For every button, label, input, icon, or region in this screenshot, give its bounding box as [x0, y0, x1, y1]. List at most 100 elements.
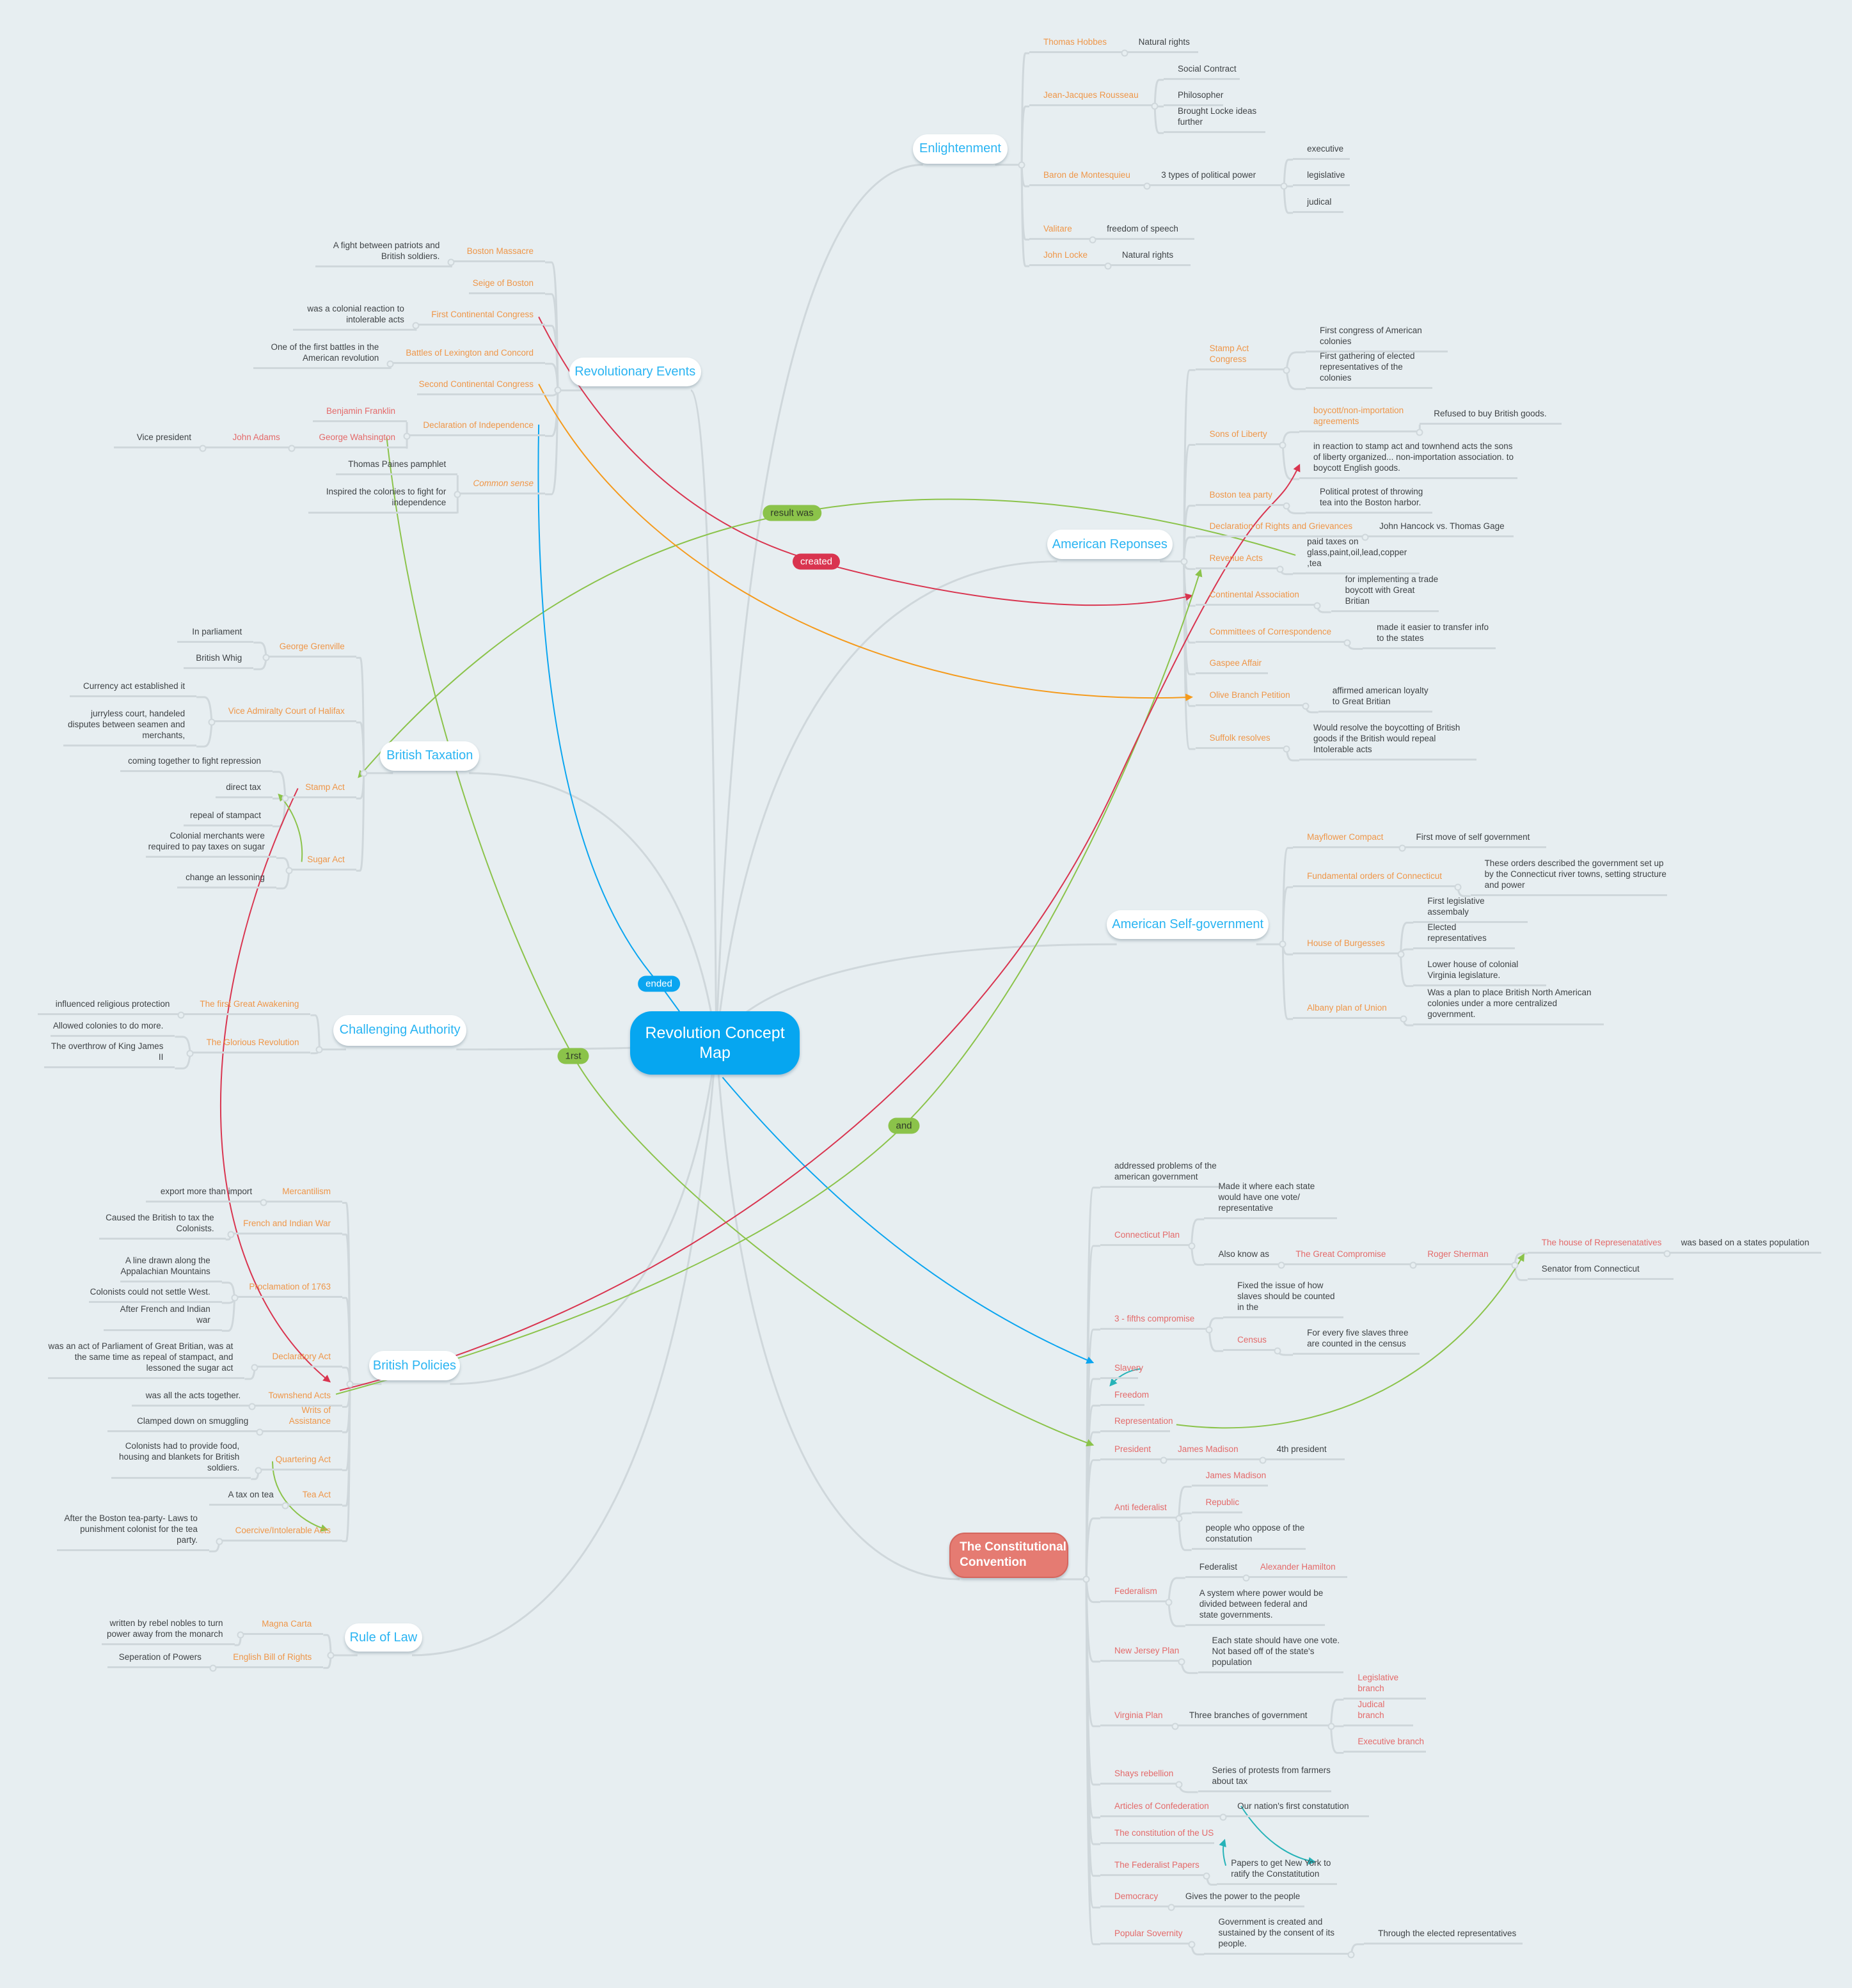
junction-dot[interactable] [285, 867, 293, 874]
node-rl-magna[interactable]: Magna Carta [241, 1618, 324, 1636]
node-cc-branch-3[interactable]: Executive branch [1343, 1736, 1427, 1753]
junction-dot[interactable] [1283, 502, 1290, 510]
node-ar-revenue-1[interactable]: paid taxes on glass,paint,oil,lead,coppe… [1293, 536, 1420, 574]
node-enl-power-3[interactable]: judical [1293, 196, 1344, 213]
node-rev-adams-1[interactable]: Vice president [114, 432, 203, 449]
node-cc-federalism[interactable]: Federalism [1100, 1586, 1169, 1602]
node-bp-coercive[interactable]: Coercive/Intolerable Acts [219, 1525, 342, 1542]
node-enl-rousseau[interactable]: Jean-Jacques Rousseau [1029, 90, 1155, 107]
junction-dot[interactable] [1018, 161, 1025, 169]
node-ar-suffolk[interactable]: Suffolk resolves [1195, 732, 1287, 750]
node-ar-sons-2[interactable]: in reaction to stamp act and townhend ac… [1299, 441, 1517, 479]
junction-dot[interactable] [1278, 1261, 1285, 1269]
topic-cc[interactable]: The Constitutional Convention [949, 1532, 1069, 1578]
junction-dot[interactable] [1361, 533, 1369, 541]
topic-bp[interactable]: British Policies [368, 1351, 461, 1380]
junction-dot[interactable] [1259, 1456, 1267, 1464]
junction-dot[interactable] [360, 769, 368, 777]
node-bp-tea[interactable]: Tea Act [285, 1489, 342, 1506]
junction-dot[interactable] [1143, 182, 1151, 190]
relation-label-and[interactable]: and [888, 1117, 920, 1134]
link-ended-slavery[interactable] [722, 1077, 1095, 1364]
junction-dot[interactable] [251, 1364, 258, 1371]
node-cc-virginia[interactable]: Virginia Plan [1100, 1710, 1175, 1726]
topic-sg[interactable]: American Self-government [1106, 910, 1269, 940]
node-cc-shays-1[interactable]: Series of protests from farmers about ta… [1198, 1765, 1331, 1792]
junction-dot[interactable] [216, 1538, 223, 1545]
junction-dot[interactable] [1121, 49, 1128, 57]
node-enl-power-1[interactable]: executive [1293, 143, 1350, 160]
junction-dot[interactable] [554, 386, 562, 394]
node-bp-proclamation-3[interactable]: After French and Indian war [104, 1304, 222, 1331]
junction-dot[interactable] [1171, 1723, 1179, 1730]
node-cc-nj[interactable]: New Jersey Plan [1100, 1645, 1182, 1662]
junction-dot[interactable] [1397, 951, 1405, 958]
node-cc-president[interactable]: President [1100, 1444, 1164, 1460]
node-ar-boycott-1[interactable]: Refused to buy British goods. [1420, 408, 1562, 425]
node-ar-continental[interactable]: Continental Association [1195, 589, 1317, 606]
link-townshend-sons-of-liberty[interactable] [339, 464, 1301, 1391]
junction-dot[interactable] [412, 322, 420, 329]
node-cc-federalist[interactable]: Federalist [1185, 1561, 1246, 1578]
node-cc-house[interactable]: The house of Represenatatives [1527, 1237, 1667, 1254]
node-bt-grenville-1[interactable]: In parliament [177, 626, 254, 643]
junction-dot[interactable] [231, 1294, 239, 1302]
node-ca-glorious[interactable]: The Glorious Revolution [190, 1037, 311, 1053]
node-rev-siege[interactable]: Seige of Boston [469, 278, 546, 294]
junction-dot[interactable] [1511, 1261, 1519, 1269]
node-rev-common-sense[interactable]: Common sense [457, 478, 546, 494]
junction-dot[interactable] [256, 1428, 264, 1436]
junction-dot[interactable] [1151, 102, 1159, 110]
junction-dot[interactable] [1104, 262, 1112, 270]
node-ar-olive[interactable]: Olive Branch Petition [1195, 690, 1306, 706]
node-bp-mercantilism[interactable]: Mercantilism [264, 1186, 342, 1203]
node-bt-sugar-1[interactable]: Colonial merchants were required to pay … [145, 830, 276, 858]
node-rev-franklin[interactable]: Benjamin Franklin [313, 406, 408, 422]
node-bp-declaratory[interactable]: Declaratory Act [255, 1351, 342, 1368]
node-bp-mercantilism-1[interactable]: export more than import [145, 1186, 264, 1203]
node-ar-tea-party[interactable]: Boston tea party [1195, 489, 1287, 506]
node-bt-stamp-2[interactable]: direct tax [215, 782, 273, 799]
node-cc-representation[interactable]: Representation [1100, 1416, 1173, 1433]
node-rev-common-sense-1[interactable]: Thomas Paines pamphlet [336, 459, 458, 476]
node-cc-anti-2[interactable]: Republic [1191, 1497, 1242, 1513]
junction-dot[interactable] [1175, 1781, 1183, 1788]
junction-dot[interactable] [1188, 1941, 1196, 1948]
node-ar-stamp-congress-2[interactable]: First gathering of elected representativ… [1305, 351, 1433, 390]
node-cc-democracy[interactable]: Democracy [1100, 1891, 1171, 1908]
node-bt-vice-1[interactable]: Currency act established it [69, 681, 197, 697]
node-sg-mayflower-1[interactable]: First move of self government [1402, 832, 1547, 848]
junction-dot[interactable] [1280, 182, 1288, 190]
node-enl-locke[interactable]: John Locke [1029, 249, 1108, 267]
node-cc-papers-1[interactable]: Papers to get New York to ratify the Con… [1217, 1858, 1338, 1885]
relation-label-ended[interactable]: ended [638, 975, 680, 992]
junction-dot[interactable] [1454, 883, 1462, 891]
junction-dot[interactable] [447, 258, 455, 266]
junction-dot[interactable] [1283, 745, 1290, 753]
node-rl-bill[interactable]: English Bill of Rights [212, 1652, 324, 1668]
node-cc-anti-1[interactable]: James Madison [1191, 1470, 1268, 1487]
junction-dot[interactable] [209, 1664, 217, 1672]
node-bp-writs[interactable]: Writs of Assistance [260, 1405, 342, 1433]
central-topic[interactable]: Revolution Concept Map [629, 1011, 800, 1075]
node-cc-addressed[interactable]: addressed problems of the american gover… [1100, 1160, 1221, 1188]
node-cc-sovereignty-1[interactable]: Government is created and sustained by t… [1204, 1916, 1352, 1955]
junction-dot[interactable] [281, 1502, 289, 1510]
relation-label-result-was[interactable]: result was [763, 505, 821, 521]
junction-dot[interactable] [1400, 1015, 1407, 1023]
node-bt-stamp-1[interactable]: coming together to fight repression [120, 755, 273, 772]
junction-dot[interactable] [1160, 1456, 1167, 1464]
node-bp-french[interactable]: French and Indian War [230, 1218, 342, 1235]
node-cc-census[interactable]: Census [1223, 1334, 1278, 1352]
node-cc-sherman[interactable]: Roger Sherman [1413, 1249, 1515, 1265]
junction-dot[interactable] [346, 1380, 354, 1388]
node-rev-adams[interactable]: John Adams [203, 432, 292, 449]
junction-dot[interactable] [1416, 429, 1423, 436]
junction-dot[interactable] [1242, 1574, 1250, 1582]
link-washington-first-representation[interactable] [386, 437, 1095, 1447]
node-ca-awakening-1[interactable]: influenced religious protection [38, 998, 182, 1016]
junction-dot[interactable] [1205, 1326, 1213, 1334]
link-declaration-ended[interactable] [537, 424, 680, 1012]
node-sg-burgesses-1[interactable]: First legislative assembaly [1413, 895, 1528, 923]
topic-rev[interactable]: Revolutionary Events [569, 357, 701, 387]
